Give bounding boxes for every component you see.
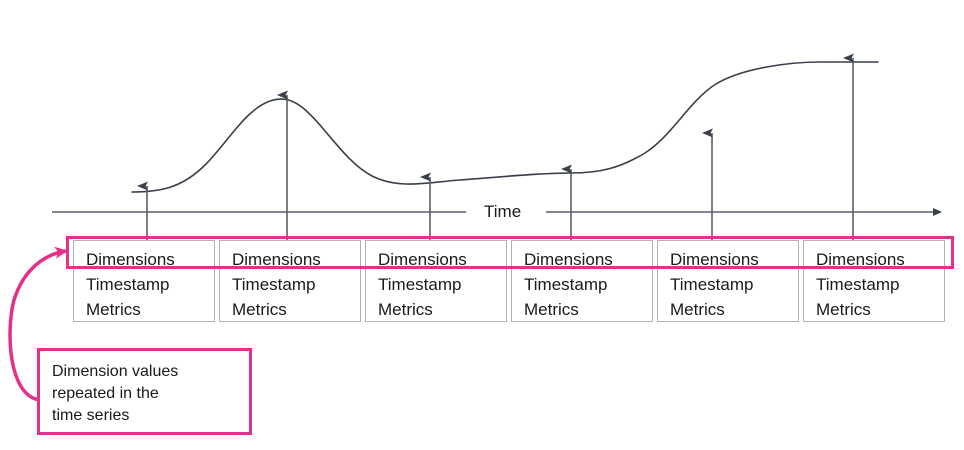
record-box[interactable]: Dimensions Timestamp Metrics [803, 240, 945, 322]
record-metrics: Metrics [670, 300, 725, 319]
record-metrics: Metrics [378, 300, 433, 319]
record-dimensions: Dimensions [232, 250, 321, 269]
record-box[interactable]: Dimensions Timestamp Metrics [511, 240, 653, 322]
record-timestamp: Timestamp [816, 275, 900, 294]
annotation-line-2: repeated in the [52, 385, 159, 402]
record-metrics: Metrics [232, 300, 287, 319]
record-dimensions: Dimensions [670, 250, 759, 269]
record-timestamp: Timestamp [378, 275, 462, 294]
record-dimensions: Dimensions [816, 250, 905, 269]
record-box[interactable]: Dimensions Timestamp Metrics [73, 240, 215, 322]
record-box[interactable]: Dimensions Timestamp Metrics [365, 240, 507, 322]
record-timestamp: Timestamp [86, 275, 170, 294]
record-timestamp: Timestamp [670, 275, 754, 294]
metric-curve [131, 61, 879, 193]
record-box[interactable]: Dimensions Timestamp Metrics [657, 240, 799, 322]
record-dimensions: Dimensions [524, 250, 613, 269]
record-dimensions: Dimensions [86, 250, 175, 269]
record-timestamp: Timestamp [524, 275, 608, 294]
record-dimensions: Dimensions [378, 250, 467, 269]
record-box[interactable]: Dimensions Timestamp Metrics [219, 240, 361, 322]
annotation-line-3: time series [52, 407, 130, 424]
annotation-line-1: Dimension values [52, 363, 179, 380]
annotation-pointer-arrow [8, 246, 68, 402]
record-metrics: Metrics [86, 300, 141, 319]
record-metrics: Metrics [816, 300, 871, 319]
record-metrics: Metrics [524, 300, 579, 319]
annotation-callout-box: Dimension values repeated in the time se… [37, 348, 252, 435]
axis-label-time: Time [476, 202, 530, 222]
record-timestamp: Timestamp [232, 275, 316, 294]
